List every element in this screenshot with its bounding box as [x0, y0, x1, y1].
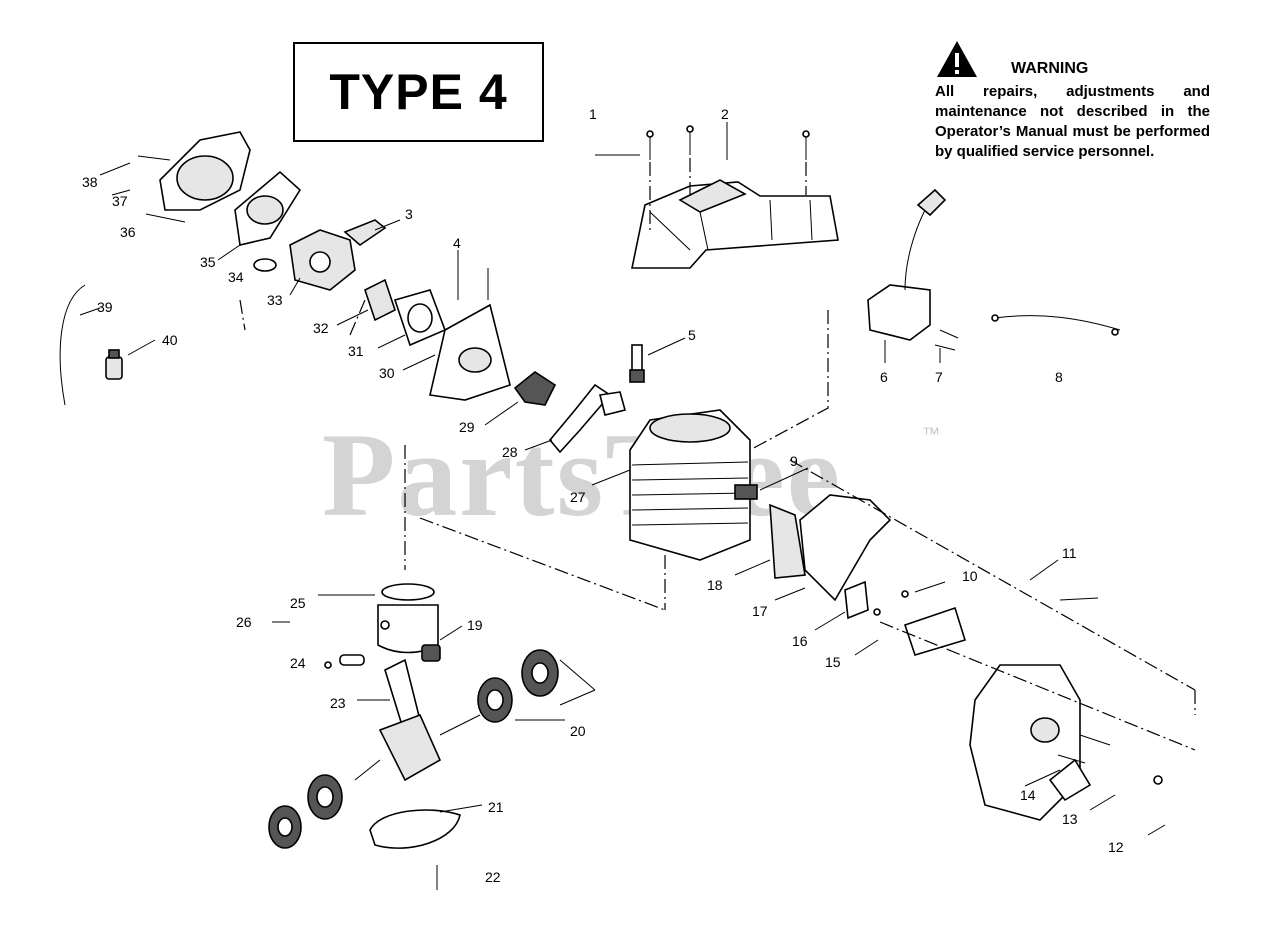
- fuel-hose: [59, 284, 123, 406]
- trademark-symbol: ™: [922, 424, 940, 444]
- callout-27: 27: [570, 489, 586, 505]
- callout-30: 30: [379, 365, 395, 381]
- callout-9: 9: [790, 453, 798, 469]
- spark-plug: [629, 344, 645, 383]
- callout-18: 18: [707, 577, 723, 593]
- callout-8: 8: [1055, 369, 1063, 385]
- watermark: PartsTree: [322, 408, 842, 541]
- assembly-guides: [239, 299, 1196, 751]
- callout-28: 28: [502, 444, 518, 460]
- callout-17: 17: [752, 603, 768, 619]
- warning-triangle-icon: [937, 41, 977, 77]
- leader-lines: [79, 122, 1166, 836]
- callout-39: 39: [97, 299, 113, 315]
- cylinder: [629, 409, 758, 561]
- muffler: [873, 590, 1163, 821]
- piston: [324, 583, 441, 669]
- callout-5: 5: [688, 327, 696, 343]
- callout-37: 37: [112, 193, 128, 209]
- callout-21: 21: [488, 799, 504, 815]
- callout-20: 20: [570, 723, 586, 739]
- callout-2: 2: [721, 106, 729, 122]
- warning-notice: WARNING All repairs, adjustments and mai…: [935, 38, 1210, 162]
- callout-24: 24: [290, 655, 306, 671]
- callout-34: 34: [228, 269, 244, 285]
- warning-header: WARNING: [935, 38, 1210, 80]
- callout-22: 22: [485, 869, 501, 885]
- callout-26: 26: [236, 614, 252, 630]
- callout-19: 19: [467, 617, 483, 633]
- callout-32: 32: [313, 320, 329, 336]
- callout-4: 4: [453, 235, 461, 251]
- callout-7: 7: [935, 369, 943, 385]
- callout-40: 40: [162, 332, 178, 348]
- air-filter-cover: [137, 131, 302, 246]
- callout-31: 31: [348, 343, 364, 359]
- cover-screws: [646, 125, 810, 230]
- callout-36: 36: [120, 224, 136, 240]
- warning-title: WARNING: [1011, 60, 1089, 77]
- crankshaft: [268, 649, 559, 890]
- cylinder-cover: [631, 179, 839, 269]
- muffler-heat-shield: [769, 494, 892, 620]
- callout-29: 29: [459, 419, 475, 435]
- carburetor-gaskets: [364, 278, 447, 347]
- callout-labels: 1 2 3 4 5 6 7 8 9 10 11 12 13 14 15 16 1…: [82, 106, 1124, 885]
- type-label-box: TYPE 4: [293, 42, 544, 142]
- warning-text: All repairs, adjustments and maintenance…: [935, 83, 1210, 160]
- callout-33: 33: [267, 292, 283, 308]
- intake-manifold: [429, 262, 511, 401]
- callout-15: 15: [825, 654, 841, 670]
- callout-10: 10: [962, 568, 978, 584]
- ignition-coil: [867, 188, 1121, 351]
- carburetor: [253, 219, 387, 291]
- callout-23: 23: [330, 695, 346, 711]
- callout-3: 3: [405, 206, 413, 222]
- callout-11: 11: [1062, 545, 1077, 561]
- intake-boot: [513, 371, 626, 454]
- callout-25: 25: [290, 595, 306, 611]
- callout-13: 13: [1062, 811, 1078, 827]
- callout-6: 6: [880, 369, 888, 385]
- type-label: TYPE 4: [329, 64, 508, 120]
- callout-38: 38: [82, 174, 98, 190]
- callout-35: 35: [200, 254, 216, 270]
- callout-12: 12: [1108, 839, 1124, 855]
- callout-16: 16: [792, 633, 808, 649]
- callout-14: 14: [1020, 787, 1036, 803]
- callout-1: 1: [589, 106, 597, 122]
